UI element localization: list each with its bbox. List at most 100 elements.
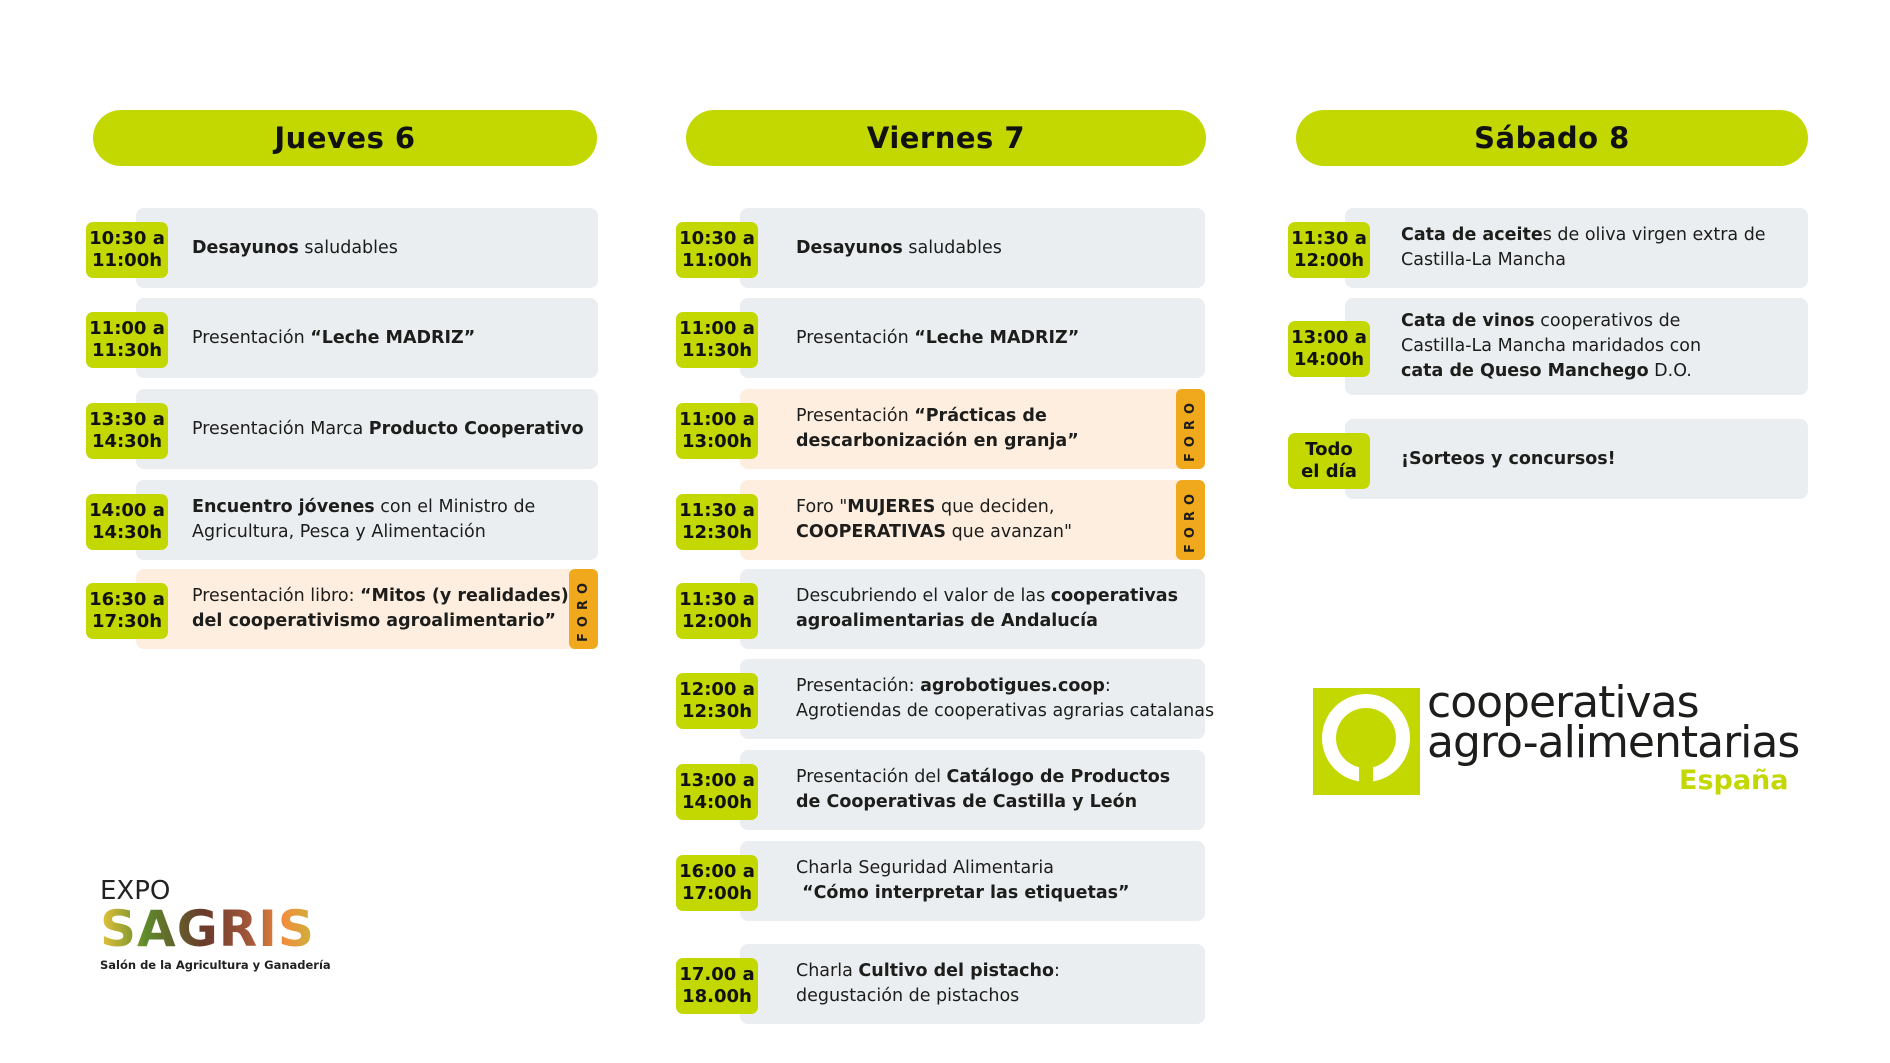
time-text: Todo <box>1305 439 1353 460</box>
event-description: Presentación libro: “Mitos (y realidades… <box>192 584 569 634</box>
event-description-line: Foro "MUJERES que deciden, <box>796 495 1072 520</box>
event-text: Presentación del <box>796 767 947 787</box>
event-card: Desayunos saludables <box>740 208 1205 288</box>
event-text-bold: cooperativas <box>1050 586 1179 606</box>
event-description: Charla Seguridad Alimentaria “Cómo inter… <box>796 856 1130 906</box>
event-description-line: Presentación del Catálogo de Productos <box>796 765 1170 790</box>
event-card: Charla Cultivo del pistacho:degustación … <box>740 944 1205 1024</box>
event-description-line: del cooperativismo agroalimentario” <box>192 609 569 634</box>
event-text-bold: Producto Cooperativo <box>368 418 584 439</box>
event-text: : <box>1054 961 1060 981</box>
time-text: 10:30 a <box>89 228 165 249</box>
time-text: 17:30h <box>91 611 163 632</box>
event-description-line: Descubriendo el valor de las cooperativa… <box>796 584 1178 609</box>
event-card: ¡Sorteos y concursos! <box>1345 419 1808 499</box>
event-card: Presentación “Leche MADRIZ” <box>136 298 598 378</box>
event-text: Descubriendo el valor de las <box>796 586 1051 606</box>
event-description-line: Desayunos saludables <box>192 236 398 261</box>
event-description-line: Castilla-La Mancha <box>1401 248 1766 273</box>
event-text: Castilla-La Mancha <box>1401 250 1566 270</box>
event-description: Presentación Marca Producto Cooperativo <box>192 417 584 442</box>
event-text-bold: Cata de aceite <box>1401 225 1543 245</box>
event-text: Charla Seguridad Alimentaria <box>796 858 1054 878</box>
time-text: 11:30 a <box>679 500 755 521</box>
time-text: 14:30h <box>91 522 163 543</box>
event-text-bold: ¡Sorteos y concursos! <box>1401 448 1616 469</box>
time-text: 11:00 a <box>679 318 755 339</box>
event-description-line: degustación de pistachos <box>796 984 1060 1009</box>
event-description: Cata de aceites de oliva virgen extra de… <box>1401 223 1766 273</box>
logo-line1: cooperativas <box>1427 677 1699 728</box>
event-card: Foro "MUJERES que deciden,COOPERATIVAS q… <box>740 480 1205 560</box>
time-text: 13:30 a <box>89 409 165 430</box>
event-description-line: Presentación “Leche MADRIZ” <box>192 326 475 351</box>
event-text-bold: descarbonización en granja” <box>796 431 1079 451</box>
foro-label: FORO <box>1183 396 1198 462</box>
event-description-line: descarbonización en granja” <box>796 429 1079 454</box>
time-text: 11:00 a <box>679 409 755 430</box>
event-description-line: Presentación “Leche MADRIZ” <box>796 326 1079 351</box>
event-text-bold: COOPERATIVAS <box>796 522 946 542</box>
event-text-bold: MUJERES <box>847 497 936 517</box>
event-text: Agricultura, Pesca y Alimentación <box>192 522 486 542</box>
event-text-bold: “Mitos (y realidades) <box>360 586 569 606</box>
event-description: Presentación: agrobotigues.coop:Agrotien… <box>796 674 1214 724</box>
event-description: Presentación “Leche MADRIZ” <box>192 326 475 351</box>
event-text: Presentación: <box>796 676 921 696</box>
event-description: Descubriendo el valor de las cooperativa… <box>796 584 1178 634</box>
event-description-line: Cata de vinos cooperativos de <box>1401 309 1701 334</box>
logo-line2: agro-alimentarias <box>1427 717 1800 768</box>
event-text: D.O. <box>1648 361 1692 381</box>
foro-badge: FORO <box>1176 389 1205 469</box>
event-description-line: Presentación libro: “Mitos (y realidades… <box>192 584 569 609</box>
event-text: saludables <box>298 237 398 258</box>
event-text-bold: cata de Queso Manchego <box>1401 361 1649 381</box>
event-description: Foro "MUJERES que deciden,COOPERATIVAS q… <box>796 495 1072 545</box>
time-text: 11:30 a <box>679 589 755 610</box>
event-description-line: de Cooperativas de Castilla y León <box>796 790 1170 815</box>
event-description-line: cata de Queso Manchego D.O. <box>1401 359 1701 384</box>
time-text: 14:30h <box>91 431 163 452</box>
event-description-line: Castilla-La Mancha maridados con <box>1401 334 1701 359</box>
expo-sagris-logo: EXPO SAGRIS Salón de la Agricultura y Ga… <box>100 878 331 972</box>
day-header: Sábado 8 <box>1296 110 1808 166</box>
logo-subtitle: Salón de la Agricultura y Ganadería <box>100 958 331 972</box>
event-description-line: Charla Cultivo del pistacho: <box>796 959 1060 984</box>
event-text-bold: agroalimentarias de Andalucía <box>796 611 1098 631</box>
event-text: Presentación <box>796 406 915 426</box>
time-text: 17:00h <box>681 883 753 904</box>
time-text: 12:30h <box>681 522 753 543</box>
event-text-bold: Cultivo del pistacho <box>858 961 1055 981</box>
time-text: 14:00h <box>1293 348 1365 370</box>
event-text-bold: Catálogo de Productos <box>946 767 1171 787</box>
event-text: Castilla-La Mancha maridados con <box>1401 336 1702 356</box>
time-text: 12:00h <box>681 611 753 632</box>
time-text: el día <box>1301 461 1357 482</box>
time-text: 10:30 a <box>679 228 755 249</box>
time-text: 12:30h <box>681 701 753 722</box>
event-text: cooperativos de <box>1534 311 1681 331</box>
time-text: 13:00h <box>681 431 753 452</box>
event-description-line: Presentación: agrobotigues.coop: <box>796 674 1214 699</box>
event-text: Charla <box>796 961 859 981</box>
event-text: que avanzan" <box>946 522 1073 542</box>
event-text: con el Ministro de <box>374 497 536 517</box>
event-description-line: Encuentro jóvenes con el Ministro de <box>192 495 535 520</box>
foro-label: FORO <box>1183 487 1198 553</box>
time-text: 13:00 a <box>1291 326 1367 348</box>
time-text: 12:00h <box>1293 250 1365 271</box>
